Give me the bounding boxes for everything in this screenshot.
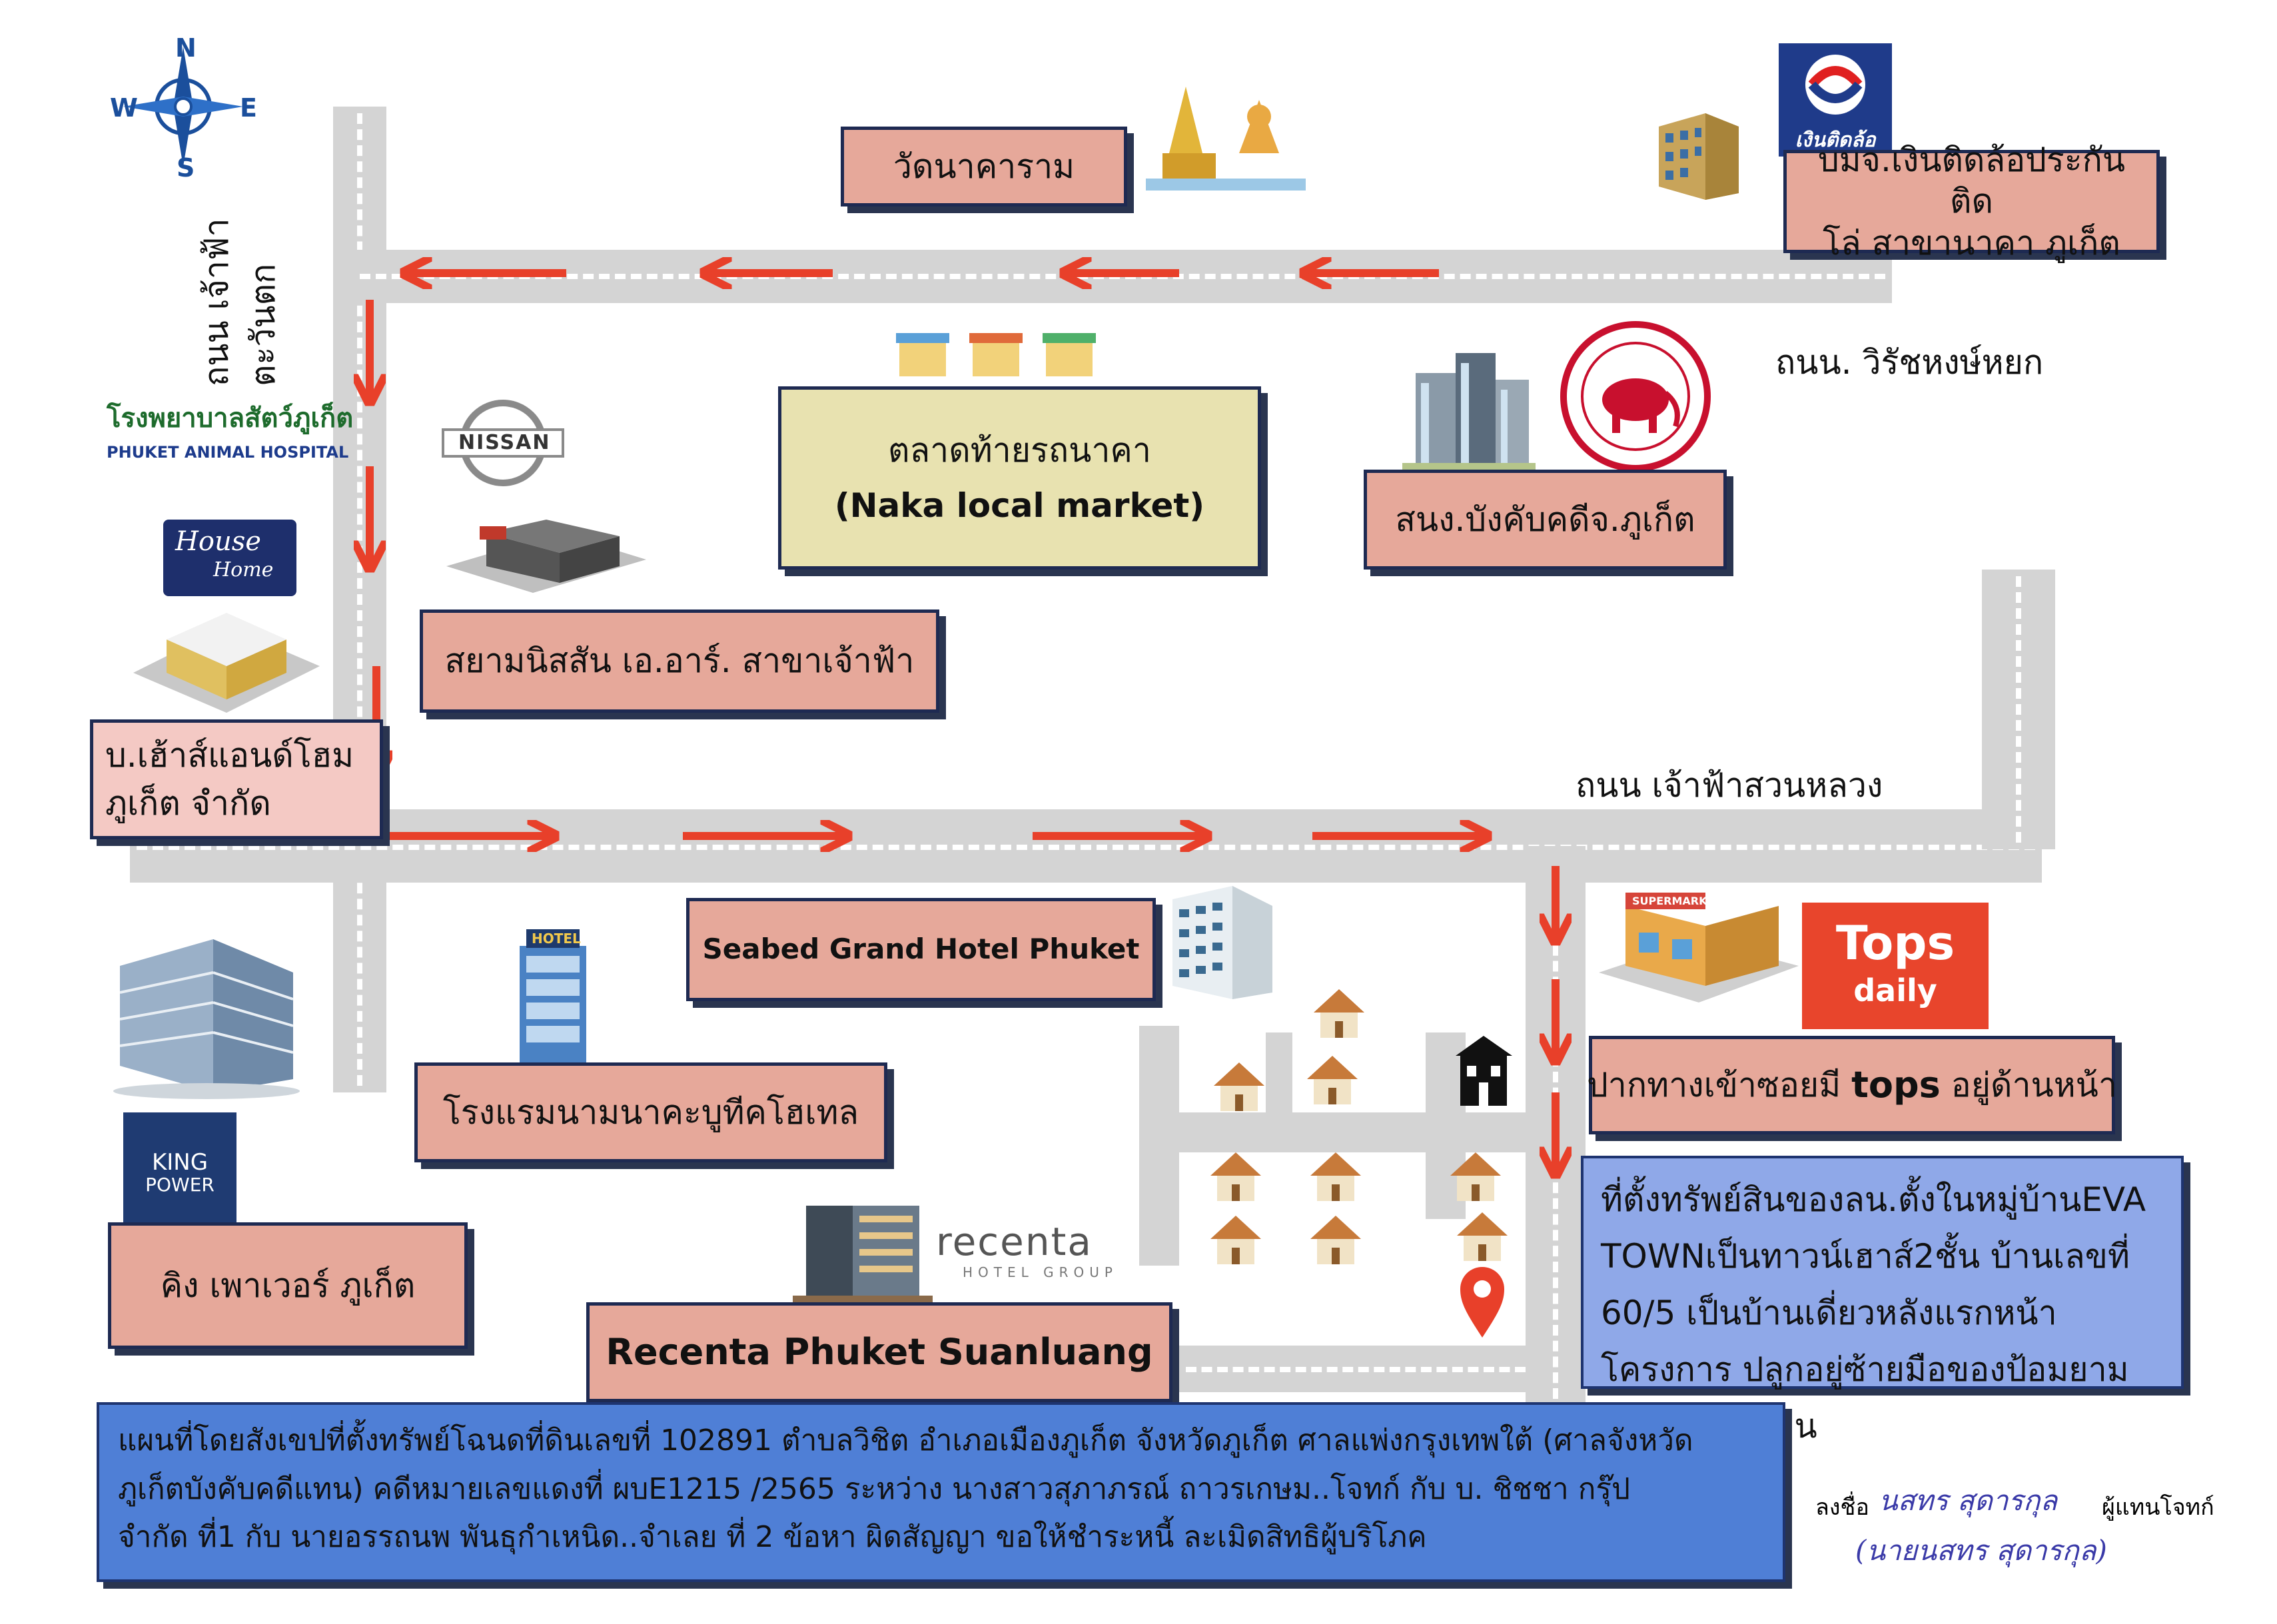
- king-power-logo: KING POWER: [123, 1112, 236, 1222]
- animal-hospital-logo-th: โรงพยาบาลสัตว์ภูเก็ต: [107, 403, 354, 434]
- compass-w: W: [110, 93, 138, 123]
- security-booth-icon: [1452, 1036, 1516, 1109]
- label-tops-entrance: ปากทางเข้าซอยมี tops อยู่ด้านหน้า: [1587, 1036, 2117, 1134]
- king-power-logo-2: POWER: [145, 1174, 215, 1196]
- animal-hospital-logo-en: PHUKET ANIMAL HOSPITAL: [107, 443, 349, 462]
- house-icon: [1306, 1056, 1359, 1108]
- property-info-box: ที่ตั้งทรัพย์สินของลน.ตั้งในหมู่บ้านEVA …: [1581, 1156, 2184, 1445]
- label-ngern-line2: โล่ สาขานาคา ภูเก็ต: [1823, 223, 2120, 262]
- tops-logo-1: Tops: [1835, 916, 1955, 971]
- signature-block: ลงชื่อ นสทร สุดารกุล ผู้แทนโจทก์ (นายนสท…: [1815, 1472, 2268, 1579]
- road-village-lower-dash: [1186, 1367, 1526, 1372]
- label-king-power: คิง เพาเวอร์ ภูเก็ต: [108, 1222, 468, 1349]
- house-icon: [1212, 1062, 1266, 1115]
- label-house-home-line1: บ.เฮ้าส์แอนด์โฮม: [105, 735, 354, 775]
- house-icon: [1449, 1152, 1502, 1205]
- ngern-logo: เงินติดล้อ: [1779, 43, 1892, 157]
- description-line3: จำกัด ที่1 กับ นายอรรถนพ พันธุกำเหนิด..จ…: [118, 1520, 1427, 1555]
- compass-icon: [123, 47, 243, 167]
- label-naka-boutique: โรงแรมนามนาคะบูทีคโฮเทล: [414, 1062, 887, 1162]
- king-power-building-icon: [107, 919, 306, 1099]
- label-seabed-hotel: Seabed Grand Hotel Phuket: [686, 898, 1156, 1001]
- wat-temple-icon: [1146, 80, 1306, 193]
- recenta-logo-1: recenta: [936, 1219, 1093, 1264]
- tops-daily-logo: Tops daily: [1802, 903, 1989, 1029]
- house-icon: [1309, 1152, 1362, 1205]
- label-house-and-home: บ.เฮ้าส์แอนด์โฮม ภูเก็ต จำกัด: [90, 719, 383, 839]
- compass-rose: N S W E: [107, 33, 266, 183]
- map-description-box: แผนที่โดยสังเขปที่ตั้งทรัพย์โฉนดที่ดินเล…: [97, 1402, 1785, 1582]
- label-house-home-line2: ภูเก็ต จำกัด: [105, 784, 271, 823]
- court-building-icon: [1402, 346, 1536, 473]
- label-naka-market: ตลาดท้ายรถนาคา (Naka local market): [778, 386, 1261, 570]
- house-icon: [1456, 1212, 1509, 1265]
- hotel-sign: HOTEL: [532, 931, 581, 947]
- road-village-vertical-a: [1139, 1026, 1179, 1152]
- compass-s: S: [177, 153, 195, 183]
- nissan-logo: NISSAN: [440, 396, 566, 490]
- elephant-seal-icon: [1560, 321, 1711, 472]
- signature-label: ลงชื่อ: [1815, 1494, 1869, 1521]
- label-ngern-tid-lor: บมจ.เงินติดล้อประกันติด โล่ สาขานาคา ภูเ…: [1783, 141, 2160, 262]
- description-line1: แผนที่โดยสังเขปที่ตั้งทรัพย์โฉนดที่ดินเล…: [118, 1423, 1693, 1457]
- location-pin-icon: [1459, 1266, 1506, 1342]
- road-village-vertical-c: [1426, 1032, 1466, 1126]
- label-tops-bold: tops: [1851, 1064, 1941, 1106]
- ngern-logo-mark-icon: [1805, 55, 1865, 115]
- hotel-icon: HOTEL: [513, 929, 593, 1062]
- ngern-office-building-icon: [1652, 107, 1745, 200]
- label-recenta: Recenta Phuket Suanluang: [586, 1302, 1172, 1402]
- label-court-office: สนง.บังคับคดีจ.ภูเก็ต: [1364, 470, 1727, 570]
- nissan-icon: [442, 400, 564, 486]
- house-home-logo: House Home: [163, 520, 296, 596]
- house-icon: [1309, 1216, 1362, 1268]
- label-market-line1: ตลาดท้ายรถนาคา: [888, 431, 1151, 470]
- market-stalls-icon: [889, 320, 1109, 386]
- road-east-vertical-dash: [2016, 576, 2021, 843]
- recenta-logo: recenta HOTEL GROUP: [936, 1219, 1136, 1292]
- road-south-horizontal-dash: [137, 845, 2035, 850]
- house-icon: [1312, 989, 1366, 1042]
- court-seal-logo: [1559, 320, 1712, 473]
- label-ngern-line1: บมจ.เงินติดล้อประกันติด: [1817, 140, 2126, 221]
- recenta-logo-2: HOTEL GROUP: [963, 1264, 1118, 1280]
- road-name-chaofa-west: ถนน เจ้าฟ้า ตะวันตก: [197, 218, 282, 386]
- label-market-line2: (Naka local market): [834, 486, 1205, 525]
- house-home-logo-2: Home: [213, 558, 274, 582]
- road-village-vertical-d: [1139, 1152, 1179, 1266]
- compass-e: E: [240, 93, 257, 123]
- seabed-building-icon: [1159, 879, 1279, 999]
- road-name-wirat-hongyok: ถนน. วิรัชหงษ์หยก: [1775, 343, 2044, 382]
- king-power-logo-1: KING: [151, 1149, 209, 1176]
- ngern-logo-text: เงินติดล้อ: [1795, 129, 1876, 152]
- nissan-logo-text: NISSAN: [458, 431, 551, 454]
- compass-n: N: [175, 33, 197, 63]
- label-tops-pre: ปากทางเข้าซอยมี: [1587, 1065, 1852, 1104]
- label-wat-nakharam: วัดนาคาราม: [841, 127, 1127, 206]
- road-name-chaofa-suanluang: ถนน เจ้าฟ้าสวนหลวง: [1576, 766, 1883, 805]
- house-home-building-icon: [127, 600, 326, 719]
- description-line2: ภูเก็ตบังคับคดีแทน) คดีหมายเลขแดงที่ ผบE…: [118, 1471, 1630, 1506]
- supermarket-sign: SUPERMARKET: [1632, 895, 1722, 907]
- label-tops-post: อยู่ด้านหน้า: [1940, 1065, 2117, 1104]
- signature-name: นสทร สุดารกุล: [1879, 1484, 2058, 1517]
- signature-role: ผู้แทนโจทก์: [2102, 1494, 2214, 1521]
- supermarket-building-icon: SUPERMARKET: [1599, 893, 1799, 1006]
- label-siam-nissan: สยามนิสสัน เอ.อาร์. สาขาเจ้าฟ้า: [420, 609, 939, 713]
- house-home-logo-1: House: [175, 526, 261, 557]
- house-icon: [1209, 1152, 1262, 1205]
- tops-logo-2: daily: [1853, 973, 1937, 1009]
- road-village-vertical-b: [1266, 1032, 1292, 1146]
- house-icon: [1209, 1216, 1262, 1268]
- nissan-building-icon: [440, 506, 653, 600]
- animal-hospital-logo: โรงพยาบาลสัตว์ภูเก็ต PHUKET ANIMAL HOSPI…: [107, 396, 354, 462]
- road-west-vertical-dash: [357, 113, 362, 1086]
- signature-printed: (นายนสทร สุดารกุล): [1855, 1534, 2107, 1567]
- recenta-building-icon: [793, 1192, 933, 1306]
